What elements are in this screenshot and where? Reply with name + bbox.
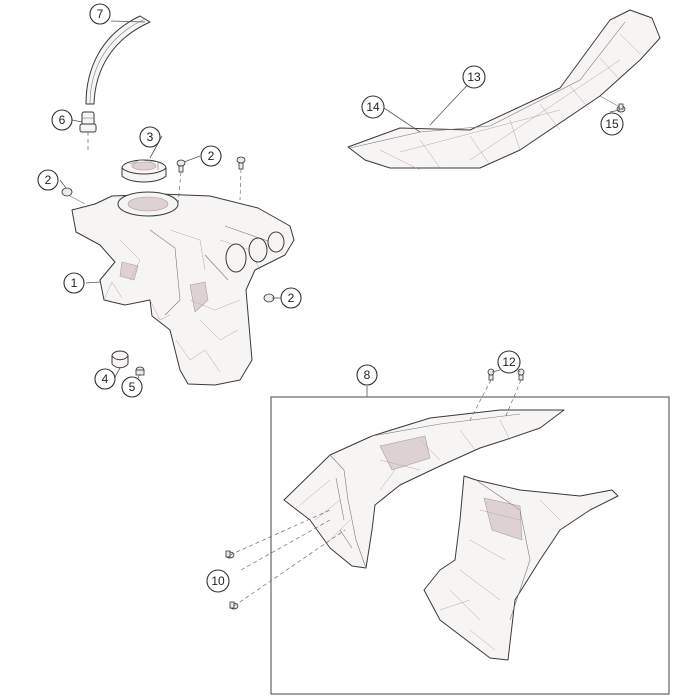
callout-14: 14 [361, 95, 385, 119]
callout-4-label: 4 [102, 372, 109, 386]
callout-4: 4 [94, 368, 116, 390]
callout-8: 8 [356, 364, 378, 386]
callout-5-label: 5 [129, 380, 136, 394]
callout-7: 7 [89, 3, 111, 25]
callout-2-left-label: 2 [45, 173, 52, 187]
rubber-bush-part [111, 350, 129, 369]
callout-2-top: 2 [200, 145, 222, 167]
callout-1-label: 1 [71, 276, 78, 290]
callout-6-label: 6 [59, 113, 66, 127]
fuel-tank-part [71, 191, 295, 386]
hose-fitting-part [79, 111, 97, 133]
callout-10: 10 [206, 569, 230, 593]
spacer-part [135, 366, 145, 376]
seat-part [347, 9, 661, 171]
spoiler-front-screw-top-part [225, 550, 235, 559]
callout-2-left: 2 [37, 169, 59, 191]
callout-2-right: 2 [280, 287, 302, 309]
callout-6: 6 [51, 109, 73, 131]
tank-screw-right-part [236, 156, 246, 170]
seat-screw-part [616, 103, 626, 113]
spoiler-screw-left-part [487, 368, 495, 381]
callout-15: 15 [600, 112, 624, 136]
callout-8-label: 8 [364, 368, 371, 382]
callout-2-top-label: 2 [208, 149, 215, 163]
callout-3: 3 [139, 126, 161, 148]
callout-13-label: 13 [467, 70, 481, 84]
spoiler-kit-frame [270, 396, 670, 695]
left-spoiler-part [283, 409, 565, 569]
leader-lines [59, 20, 621, 607]
callout-7-label: 7 [97, 7, 104, 21]
spoiler-front-screw-bottom-part [229, 601, 239, 610]
right-spoiler-part [423, 475, 619, 661]
tank-screw-left-part [61, 187, 86, 205]
callout-12-label: 12 [502, 355, 516, 369]
spoiler-screw-right-part [517, 368, 525, 381]
fuel-hose-part [85, 15, 151, 105]
callout-13: 13 [462, 65, 486, 89]
callout-1: 1 [63, 272, 85, 294]
callout-10-label: 10 [211, 574, 225, 588]
fuel-cap-part [121, 159, 167, 183]
callout-14-label: 14 [366, 100, 380, 114]
callout-15-label: 15 [605, 117, 619, 131]
callout-5: 5 [121, 376, 143, 398]
callout-2-right-label: 2 [288, 291, 295, 305]
callout-12: 12 [497, 350, 521, 374]
tank-screw-mid-part [176, 159, 186, 173]
callout-3-label: 3 [147, 130, 154, 144]
